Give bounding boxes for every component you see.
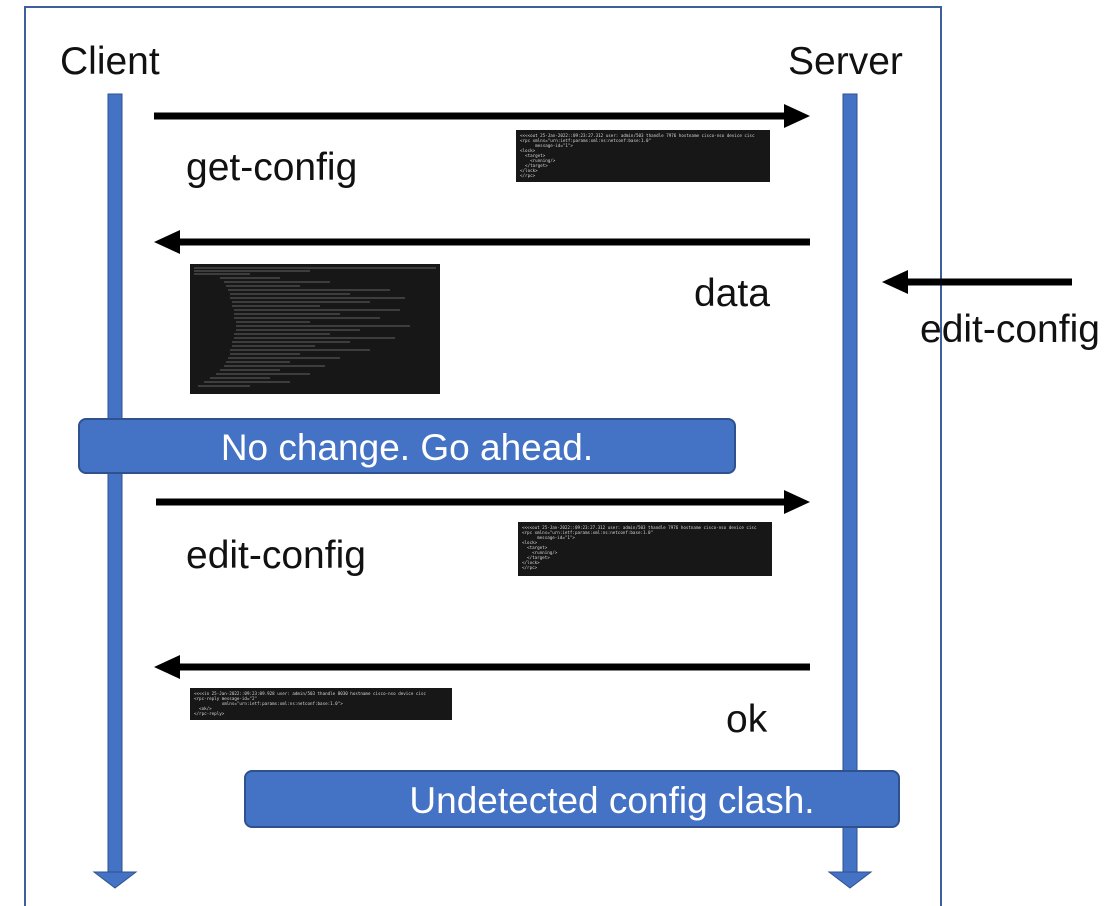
client-title: Client [60,40,160,83]
clash-banner: Undetected config clash. [244,770,900,828]
data-response-lines [194,267,436,387]
external-edit-config-arrow [882,270,1072,294]
ok-arrow [154,655,810,679]
external-edit-config-label: edit-config [920,308,1100,351]
client-lifeline [92,93,138,889]
ok-code-text: <<<<in 25-Jan-2022::09:23:09.928 user: a… [194,691,426,716]
edit-config-label: edit-config [186,534,366,577]
ok-code-snippet: <<<<in 25-Jan-2022::09:23:09.928 user: a… [190,688,452,720]
edit-config-arrow [156,490,810,514]
edit-config-code-text: <<<<out 25-Jan-2022::09:23:27.312 user: … [522,525,757,570]
diagram-frame [24,6,942,906]
data-arrow [154,230,810,254]
get-config-arrow [154,104,810,128]
edit-config-code-snippet: <<<<out 25-Jan-2022::09:23:27.312 user: … [518,522,772,576]
no-change-banner: No change. Go ahead. [78,418,736,474]
server-title: Server [788,40,903,83]
data-response-thumbnail [190,264,440,394]
clash-banner-text: Undetected config clash. [409,780,815,821]
no-change-banner-text: No change. Go ahead. [220,427,594,468]
get-config-code-snippet: <<<<out 25-Jan-2022::09:23:27.312 user: … [516,130,770,182]
server-lifeline [827,93,873,889]
get-config-code-text: <<<<out 25-Jan-2022::09:23:27.312 user: … [520,133,755,178]
ok-label: ok [726,698,768,741]
get-config-label: get-config [186,146,358,189]
data-label: data [694,272,770,315]
